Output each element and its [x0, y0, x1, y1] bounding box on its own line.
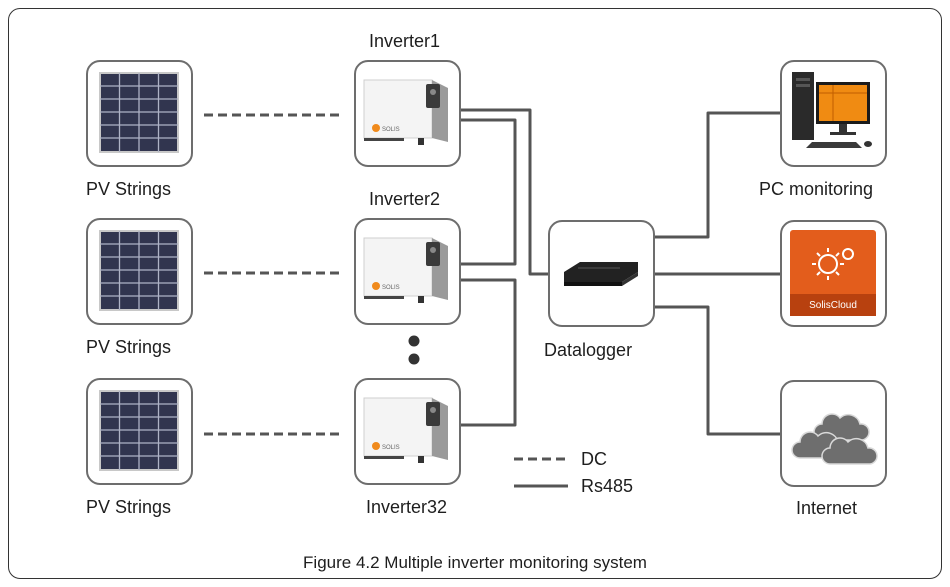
inverter1-label: Inverter1: [369, 31, 441, 51]
solar-panel-icon: [99, 230, 179, 311]
diagram-frame: [8, 8, 942, 579]
inverter-brand-text: SOLIS: [382, 285, 400, 291]
solar-panel-icon: [99, 390, 179, 471]
solar-panel-icon: [99, 72, 179, 153]
inverter-icon: SOLIS: [363, 237, 448, 303]
inverter-brand-text: SOLIS: [382, 445, 400, 451]
inverter2-label: Inverter2: [369, 189, 441, 209]
rs485-inverter2-32: [461, 278, 517, 427]
pv-strings-box-1: [86, 60, 193, 167]
inverter-brand-text: SOLIS: [382, 127, 400, 133]
soliscloud-app-name: SolisCloud: [809, 300, 857, 311]
inverter-icon: SOLIS: [363, 79, 448, 145]
inverter1-box: SOLIS: [354, 60, 461, 167]
cloud-icon: [791, 413, 878, 465]
pv-strings-label-3: PV Strings: [86, 497, 172, 517]
router-icon: [564, 262, 638, 286]
solis-logo-dot: [372, 282, 380, 290]
figure-caption: Figure 4.2 Multiple inverter monitoring …: [303, 553, 647, 572]
rs485-pc: [655, 111, 780, 239]
inverter-icon: SOLIS: [363, 397, 448, 463]
legend-rs485-label: Rs485: [581, 476, 634, 496]
desktop-computer-icon: [792, 72, 872, 148]
pc-monitoring-box: [780, 60, 887, 167]
rs485-internet: [655, 305, 780, 436]
pv-strings-label-1: PV Strings: [86, 179, 172, 199]
ellipsis-dot-2: [408, 353, 420, 365]
soliscloud-box: SolisCloud: [780, 220, 887, 327]
internet-box: [780, 380, 887, 487]
rs485-inverter1-b: [461, 118, 517, 266]
datalogger-label: Datalogger: [544, 340, 633, 360]
pv-strings-box-3: [86, 378, 193, 485]
pc-monitoring-label: PC monitoring: [759, 179, 874, 199]
ellipsis-dot-1: [408, 335, 420, 347]
legend-dc-label: DC: [581, 449, 607, 469]
solis-logo-dot: [372, 442, 380, 450]
soliscloud-app-icon: SolisCloud: [790, 230, 876, 316]
datalogger-box: [548, 220, 655, 327]
rs485-inverter1-a: [461, 108, 548, 276]
internet-label: Internet: [796, 498, 858, 518]
solis-logo-dot: [372, 124, 380, 132]
pv-strings-label-2: PV Strings: [86, 337, 172, 357]
pv-strings-box-2: [86, 218, 193, 325]
inverter32-box: SOLIS: [354, 378, 461, 485]
inverter32-label: Inverter32: [366, 497, 448, 517]
inverter2-box: SOLIS: [354, 218, 461, 325]
